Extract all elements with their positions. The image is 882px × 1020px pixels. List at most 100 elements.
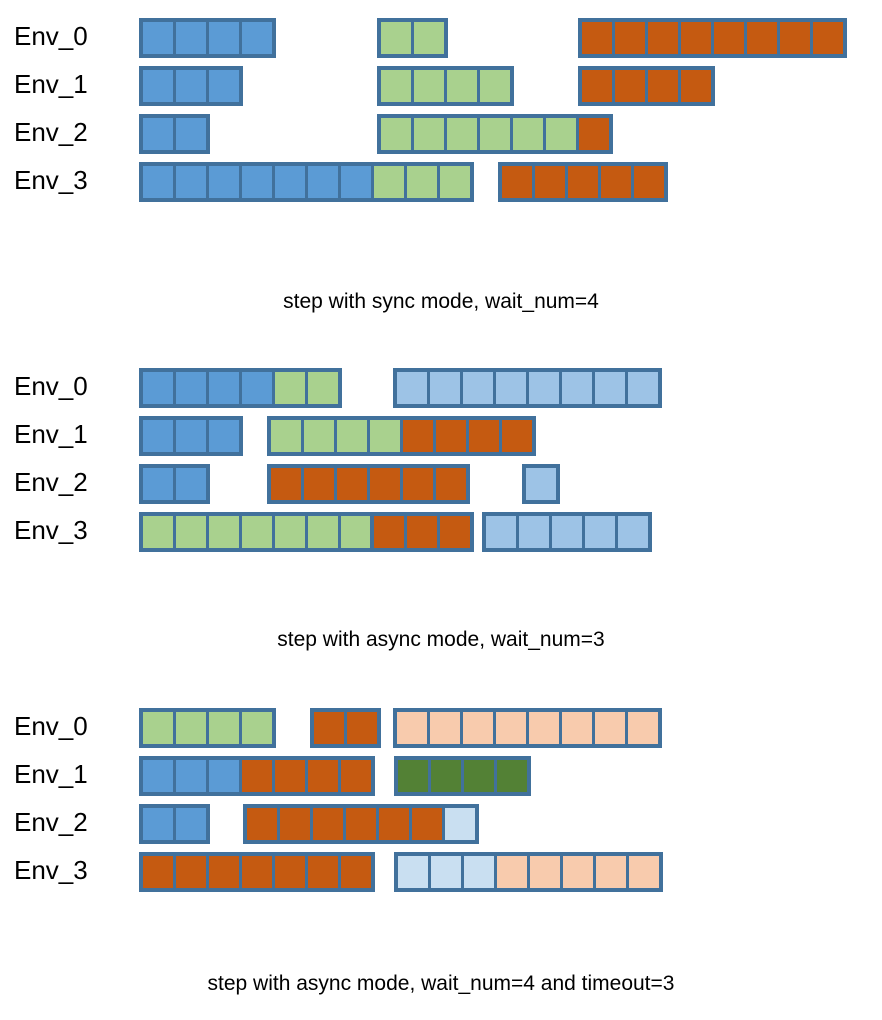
step-cell-lightblue <box>430 372 460 404</box>
step-cell-peach <box>497 856 527 888</box>
step-cell-paleblue <box>398 856 428 888</box>
timeline-track <box>0 750 882 798</box>
env-label: Env_0 <box>14 21 88 51</box>
step-cell-green <box>381 22 411 54</box>
step-cell-orange <box>440 516 470 548</box>
step-cell-green <box>304 420 334 452</box>
step-block <box>498 162 668 202</box>
step-cell-orange <box>579 118 609 150</box>
step-cell-orange <box>714 22 744 54</box>
step-cell-peach <box>595 712 625 744</box>
step-cell-blue <box>176 420 206 452</box>
step-cell-lightblue <box>496 372 526 404</box>
step-cell-lightblue <box>628 372 658 404</box>
env-label: Env_1 <box>14 419 88 449</box>
step-cell-blue <box>341 166 371 198</box>
step-cell-orange <box>436 468 466 500</box>
step-cell-green <box>414 70 444 102</box>
step-block <box>243 804 479 844</box>
step-cell-blue <box>209 372 239 404</box>
timeline-track <box>0 458 882 506</box>
env-label: Env_3 <box>14 855 88 885</box>
step-cell-orange <box>341 760 371 792</box>
step-cell-orange <box>337 468 367 500</box>
step-cell-peach <box>530 856 560 888</box>
step-cell-blue <box>143 808 173 840</box>
timeline-track <box>0 12 882 60</box>
step-cell-blue <box>209 760 239 792</box>
step-cell-green <box>440 166 470 198</box>
step-cell-green <box>374 166 404 198</box>
step-cell-orange <box>374 516 404 548</box>
step-cell-green <box>370 420 400 452</box>
step-block <box>393 708 662 748</box>
step-block <box>578 66 715 106</box>
step-cell-green <box>242 712 272 744</box>
timeline-track <box>0 506 882 554</box>
step-cell-orange <box>209 856 239 888</box>
step-cell-lightblue <box>618 516 648 548</box>
step-cell-green <box>341 516 371 548</box>
step-cell-green <box>447 118 477 150</box>
step-cell-orange <box>313 808 343 840</box>
step-cell-orange <box>341 856 371 888</box>
step-cell-peach <box>496 712 526 744</box>
step-cell-orange <box>247 808 277 840</box>
step-cell-orange <box>502 166 532 198</box>
step-block <box>267 416 536 456</box>
step-cell-darkgreen <box>497 760 527 792</box>
step-cell-orange <box>747 22 777 54</box>
timeline-row: Env_3 <box>0 846 882 894</box>
step-cell-lightblue <box>397 372 427 404</box>
step-cell-orange <box>582 70 612 102</box>
step-cell-darkgreen <box>431 760 461 792</box>
timeline-row: Env_1 <box>0 410 882 458</box>
step-cell-blue <box>242 22 272 54</box>
timeline-row: Env_2 <box>0 108 882 156</box>
step-block <box>482 512 652 552</box>
step-block <box>370 512 474 552</box>
step-cell-blue <box>209 22 239 54</box>
timeline-row: Env_2 <box>0 458 882 506</box>
step-cell-blue <box>176 118 206 150</box>
step-cell-green <box>480 70 510 102</box>
step-block <box>139 756 375 796</box>
step-cell-orange <box>280 808 310 840</box>
step-block <box>522 464 560 504</box>
step-cell-peach <box>563 856 593 888</box>
step-cell-orange <box>681 22 711 54</box>
step-cell-orange <box>813 22 843 54</box>
step-cell-orange <box>347 712 377 744</box>
step-cell-paleblue <box>445 808 475 840</box>
env-label: Env_1 <box>14 69 88 99</box>
timeline-row: Env_1 <box>0 750 882 798</box>
step-cell-orange <box>582 22 612 54</box>
step-cell-blue <box>143 70 173 102</box>
step-cell-orange <box>535 166 565 198</box>
step-cell-darkgreen <box>464 760 494 792</box>
step-cell-blue <box>176 70 206 102</box>
step-cell-blue <box>308 166 338 198</box>
step-cell-green <box>407 166 437 198</box>
step-cell-blue <box>176 760 206 792</box>
step-cell-lightblue <box>552 516 582 548</box>
step-cell-orange <box>648 22 678 54</box>
timeline-row: Env_0 <box>0 702 882 750</box>
step-cell-blue <box>143 118 173 150</box>
step-block <box>394 756 531 796</box>
step-cell-lightblue <box>562 372 592 404</box>
step-cell-blue <box>275 166 305 198</box>
step-cell-green <box>242 516 272 548</box>
step-block <box>139 162 474 202</box>
env-label: Env_2 <box>14 117 88 147</box>
step-cell-orange <box>403 468 433 500</box>
step-cell-blue <box>176 22 206 54</box>
step-cell-lightblue <box>585 516 615 548</box>
timeline-row: Env_3 <box>0 156 882 204</box>
step-cell-orange <box>304 468 334 500</box>
step-cell-green <box>308 516 338 548</box>
step-cell-green <box>480 118 510 150</box>
